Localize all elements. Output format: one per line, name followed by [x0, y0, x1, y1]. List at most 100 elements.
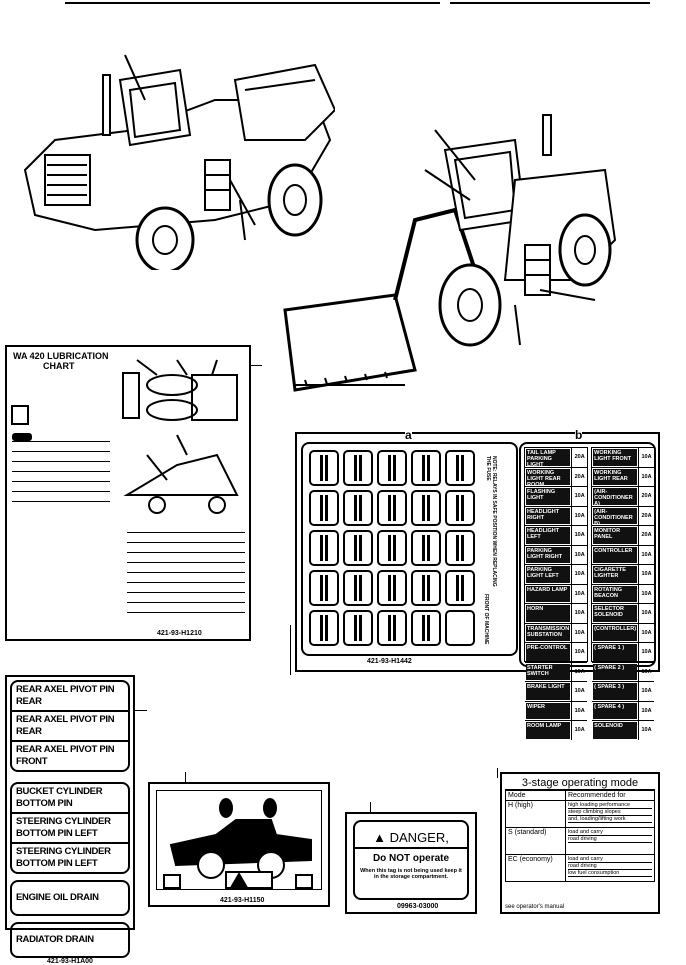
fuse-amperage: 10A — [571, 701, 587, 720]
fuse-name: (CONTROLLER) — [593, 624, 638, 641]
fuse-amperage: 10A — [638, 643, 654, 662]
fuse-amperage: 10A — [571, 721, 587, 740]
fuse-name: (AIR-CONDITIONER A) — [593, 488, 638, 505]
fuse-relay-panel: a NOTE: RELAYS IN SAFE POSITION WHEN REP… — [295, 428, 660, 740]
relay — [411, 570, 441, 606]
fuse-name: SOLENOID — [593, 722, 638, 739]
fuse-amperage: 20A — [638, 487, 654, 506]
fuse-box-callout: b — [575, 428, 583, 442]
lube-chart-part-number: 421-93-H1210 — [157, 630, 202, 637]
mode-use: low fuel consumption — [568, 870, 652, 877]
fuse-row: ( SPARE 4 )10A — [592, 701, 655, 721]
relay — [309, 570, 339, 606]
mode-use: high loading performance — [568, 802, 652, 809]
fuse-amperage: 10A — [571, 662, 587, 681]
relay — [343, 570, 373, 606]
wheel-loader-rear-illustration — [23, 54, 335, 270]
relay — [411, 610, 441, 646]
fuse-amperage: 10A — [638, 623, 654, 642]
fuse-name: HAZARD LAMP — [526, 585, 571, 602]
fuse-amperage: 10A — [638, 662, 654, 681]
lube-table — [12, 432, 110, 502]
fuse-amperage: 20A — [571, 448, 587, 467]
fuse-amperage: 10A — [571, 623, 587, 642]
relay — [411, 530, 441, 566]
fuse-amperage: 20A — [571, 467, 587, 486]
fuse-row: (CONTROLLER)10A — [592, 623, 655, 643]
mode-header: Mode — [505, 790, 566, 801]
lifting-label-part-number: 421-93-H1150 — [220, 897, 265, 904]
relay — [343, 490, 373, 526]
fuse-name: PARKING LIGHT RIGHT — [526, 546, 571, 563]
danger-line1: Do NOT operate — [372, 853, 450, 864]
fuse-name: ROOM LAMP — [526, 722, 571, 739]
fuse-name: CONTROLLER — [593, 546, 638, 563]
fuse-name: TRANSMISSION SUBSTATION — [526, 624, 571, 641]
fuse-name: ( SPARE 1 ) — [593, 644, 638, 661]
relay — [309, 610, 339, 646]
pin-label-group-cylinders: BUCKET CYLINDER BOTTOM PIN STEERING CYLIN… — [10, 782, 130, 874]
relay-box — [301, 442, 518, 656]
fuse-name: TAIL LAMP PARKING LIGHT — [526, 449, 571, 466]
danger-part-number: 09963-03000 — [397, 903, 439, 910]
relay — [445, 450, 475, 486]
fuse-name: HEADLIGHT LEFT — [526, 527, 571, 544]
fuse-name: PARKING LIGHT LEFT — [526, 566, 571, 583]
fuse-name: ( SPARE 3 ) — [593, 683, 638, 700]
fuse-amperage: 10A — [638, 545, 654, 564]
relay — [309, 450, 339, 486]
fuse-name: WORKING LIGHT FRONT — [593, 449, 638, 466]
header-rule — [450, 2, 650, 4]
danger-line3: in the storage compartment. — [374, 874, 448, 880]
fuse-name: WORKING LIGHT REAR — [593, 468, 638, 485]
fuse-amperage: 10A — [638, 682, 654, 701]
fuse-amperage: 10A — [571, 506, 587, 525]
relay — [445, 490, 475, 526]
relay — [309, 490, 339, 526]
hourglass-icon — [11, 405, 29, 425]
recommended-header: Recommended for — [565, 790, 655, 801]
lubrication-chart: WA 420 LUBRICATION CHART 421-93-H1210 — [5, 345, 251, 641]
fuse-row: (AIR-CONDITIONER B)20A — [592, 506, 655, 526]
pin-label: BUCKET CYLINDER BOTTOM PIN — [12, 784, 128, 814]
fuse-amperage: 10A — [638, 448, 654, 467]
fuse-amperage: 20A — [638, 526, 654, 545]
lifting-points-illustration — [156, 790, 322, 890]
fuse-name: CIGARETTE LIGHTER — [593, 566, 638, 583]
radiator-drain-label: RADIATOR DRAIN — [10, 922, 130, 958]
relay — [309, 530, 339, 566]
fuse-name: ( SPARE 4 ) — [593, 702, 638, 719]
front-of-machine-label: FRONT OF MACHINE — [483, 594, 489, 645]
fuse-amperage: 10A — [571, 526, 587, 545]
relay — [445, 530, 475, 566]
header-rule — [65, 2, 440, 4]
fuse-amperage: 10A — [571, 487, 587, 506]
fuse-name: STARTER SWITCH — [526, 663, 571, 680]
leader-line — [135, 710, 147, 711]
fuse-name: ( SPARE 2 ) — [593, 663, 638, 680]
pin-label: REAR AXEL PIVOT PIN REAR — [12, 682, 128, 712]
wheel-loader-front-illustration — [283, 114, 617, 392]
leader-line — [497, 768, 498, 778]
pin-label: STEERING CYLINDER BOTTOM PIN LEFT — [16, 846, 111, 869]
relay — [377, 610, 407, 646]
